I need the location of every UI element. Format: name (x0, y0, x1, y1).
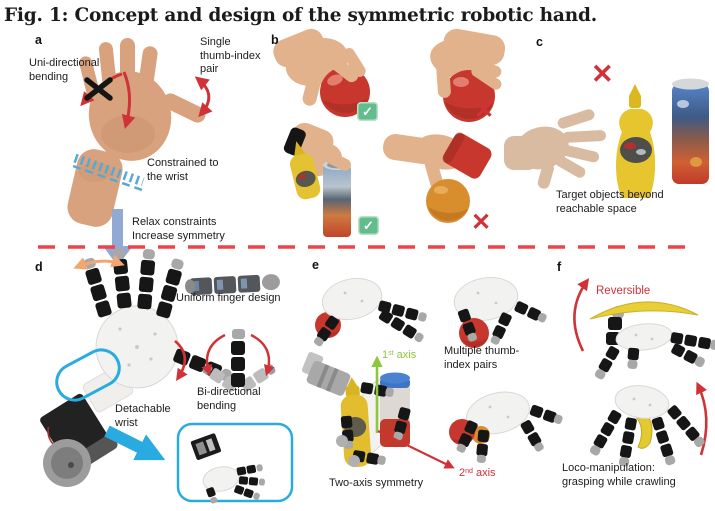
panel-e-photos (301, 277, 563, 469)
photo-two-object-grasp-correct (283, 122, 351, 237)
mustard-bottle (616, 84, 656, 198)
symmetric-hand-apple-1 (313, 277, 427, 347)
robot-leg (589, 410, 622, 456)
panel-e-label: e (312, 258, 319, 272)
uniform-finger-label: Uniform finger design (176, 292, 281, 304)
no-bend-x-mark (84, 77, 113, 101)
robot-leg (627, 347, 640, 370)
two-axis-label: Two-axis symmetry (329, 477, 424, 489)
robot-finger (113, 248, 132, 309)
second-axis-arrow (377, 430, 455, 469)
robot-finger (378, 300, 427, 322)
panel-b-label: b (271, 33, 279, 47)
chips-can (672, 78, 709, 184)
second-axis-label: 2nd axis (459, 467, 496, 479)
wrap-finger (393, 407, 411, 441)
robot-leg (594, 346, 620, 380)
check-mark-2: ✓ (358, 216, 379, 235)
robot-finger (514, 301, 547, 323)
loco-manipulation-label: Loco-manipulation:grasping while crawlin… (562, 462, 676, 488)
robot-finger (83, 257, 112, 318)
cross-mark-2: ✕ (471, 209, 492, 236)
bend-arrow-down (121, 71, 136, 129)
symmetric-hand-apple-2 (453, 277, 547, 348)
panel-a-label: a (35, 33, 42, 47)
first-axis-label: 1st axis (382, 349, 417, 361)
robot-finger (476, 429, 490, 464)
panel-a-illustration (67, 38, 213, 227)
red-cup-held (442, 132, 492, 179)
detachable-wrist-highlight (55, 348, 121, 402)
inset-finger (234, 485, 260, 500)
robot-thumb (173, 348, 232, 382)
reaching-hand-photo (504, 109, 606, 189)
detach-arrow (104, 425, 166, 461)
robot-hand-photo (40, 248, 232, 487)
color-tube (323, 160, 351, 237)
inverted-robot-banana (589, 301, 715, 380)
reversible-arrow-right (696, 381, 708, 456)
cross-mark-c: ✕ (591, 59, 614, 89)
panel-c-photos (504, 78, 709, 198)
panel-b-photos (273, 28, 506, 237)
inset-thumb (206, 487, 218, 504)
figure-title: Fig. 1: Concept and design of the symmet… (4, 5, 597, 26)
panel-d-label: d (35, 260, 43, 274)
uniform-finger-photo (185, 274, 280, 296)
robot-leg (667, 405, 705, 448)
panel-f-label: f (557, 260, 562, 274)
mustard-bottle-held (289, 141, 321, 200)
photo-grasp-correct (273, 28, 370, 117)
photo-two-object-grasp-wrong (382, 132, 492, 223)
wrist-constraint-hatch (72, 153, 146, 193)
robot-finger (529, 404, 563, 425)
two-axis-robot-photo (301, 352, 411, 468)
reversible-label: Reversible (596, 285, 651, 297)
check-mark-1: ✓ (357, 102, 378, 121)
robot-leg (671, 343, 705, 368)
reversible-arrow-left (573, 278, 590, 352)
detached-hand-inset (176, 422, 294, 504)
symmetric-hand-apple-3 (449, 391, 563, 464)
robot-thumb (313, 315, 339, 347)
robot-finger (137, 249, 156, 310)
cross-mark-1: ✕ (474, 97, 495, 124)
panel-c-label: c (536, 35, 543, 49)
robot-leg (670, 332, 715, 351)
bidirectional-finger-photo (201, 329, 276, 392)
robot-finger (490, 312, 512, 345)
swing-arrow (73, 254, 125, 270)
section-divider (38, 245, 690, 249)
panel-f-photos (573, 278, 715, 467)
robot-finger (520, 420, 544, 452)
panel-d-illustration (40, 248, 294, 504)
robot-finger (156, 258, 184, 319)
robot-finger (378, 309, 424, 343)
robot-finger (456, 420, 478, 453)
inset-finger (238, 476, 265, 486)
thumb-bend-arrow (174, 340, 188, 381)
robot-leg (651, 416, 676, 466)
robot-finger (457, 308, 478, 342)
photo-grasp-wrong-top (430, 28, 506, 122)
inset-finger (236, 464, 263, 476)
crawling-robot-banana (589, 385, 705, 467)
multiple-pairs-label: Multiple thumb-index pairs (444, 345, 520, 371)
robot-leg (618, 417, 637, 467)
thumb-index-arc (194, 76, 213, 118)
